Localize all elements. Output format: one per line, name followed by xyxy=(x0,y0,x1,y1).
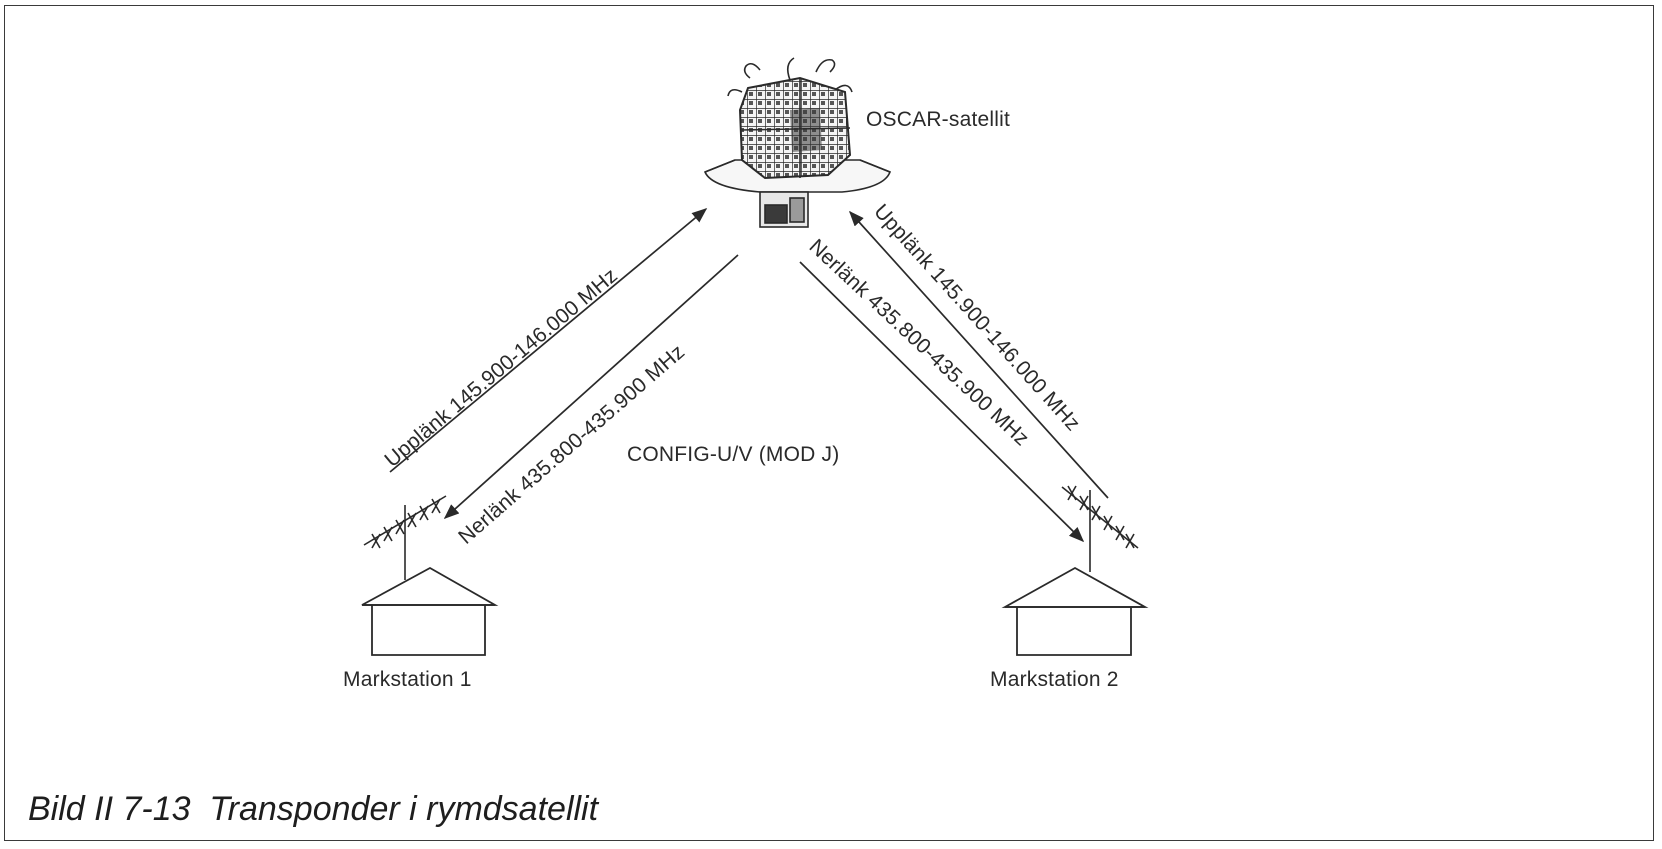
station-2-antenna-icon xyxy=(1061,485,1139,572)
station-2-label: Markstation 2 xyxy=(990,668,1119,691)
station-1-label: Markstation 1 xyxy=(343,668,472,691)
satellite-label: OSCAR-satellit xyxy=(866,108,1010,131)
left-downlink-arrow xyxy=(443,254,739,520)
station-1-house-icon xyxy=(361,566,499,656)
right-downlink-arrow xyxy=(799,261,1085,543)
right-uplink-arrow xyxy=(848,210,1109,499)
config-label: CONFIG-U/V (MOD J) xyxy=(627,443,839,466)
satellite-icon xyxy=(703,57,892,228)
station-1-antenna-icon xyxy=(363,495,447,580)
station-2-house-icon xyxy=(1001,566,1149,656)
figure-caption: Bild II 7-13 Transponder i rymdsatellit xyxy=(28,790,599,828)
left-uplink-arrow xyxy=(389,208,708,473)
